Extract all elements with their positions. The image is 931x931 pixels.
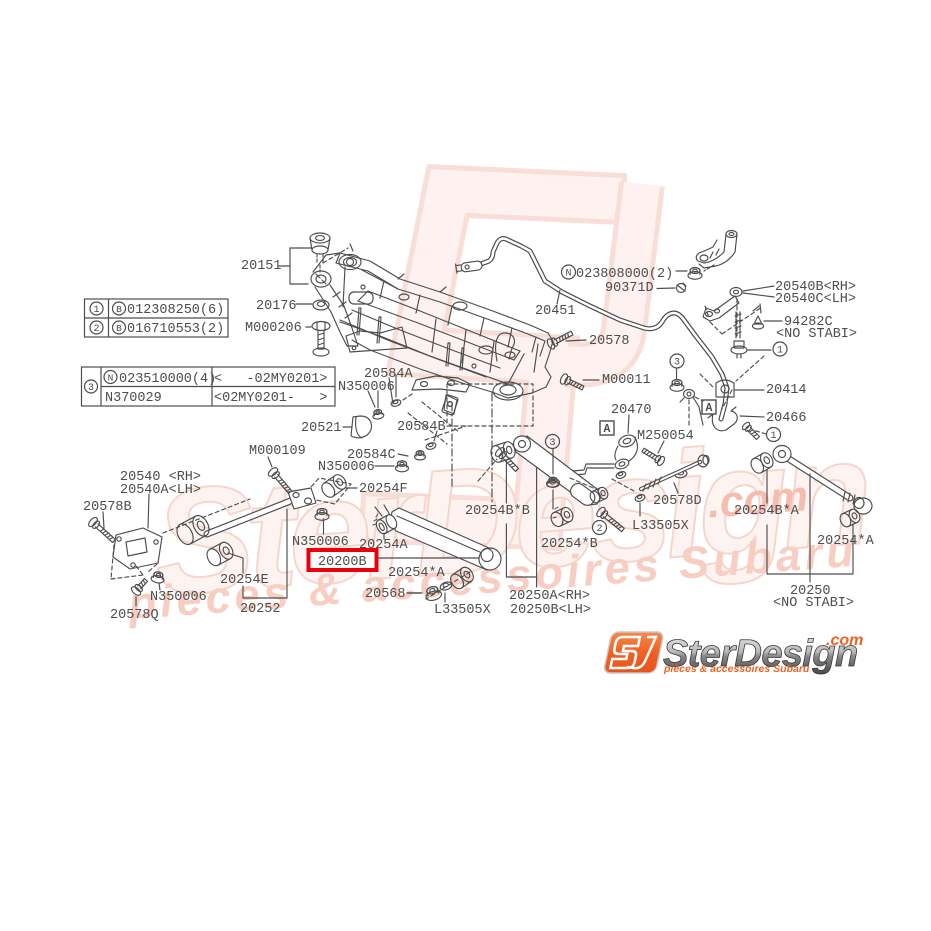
svg-text:20151: 20151 [241, 259, 282, 274]
svg-text:N350006: N350006 [318, 460, 375, 475]
svg-text:20540A<LH>: 20540A<LH> [120, 483, 201, 498]
svg-text:N: N [108, 372, 114, 383]
svg-text:20568: 20568 [365, 587, 406, 602]
svg-text:3: 3 [88, 383, 94, 394]
svg-text:20584A: 20584A [364, 367, 414, 382]
svg-text:N370029: N370029 [105, 391, 162, 406]
svg-text:20250B<LH>: 20250B<LH> [510, 603, 591, 618]
svg-text:20254E: 20254E [220, 573, 269, 588]
svg-text:M000109: M000109 [249, 444, 306, 459]
svg-text:.com: .com [706, 472, 810, 527]
svg-text:012308250(6): 012308250(6) [127, 303, 224, 318]
svg-text:20254*B: 20254*B [541, 537, 598, 552]
svg-text:20584C: 20584C [347, 448, 396, 463]
svg-text:20540 <RH>: 20540 <RH> [120, 470, 201, 485]
svg-text:<02MY0201- >: <02MY0201- > [214, 391, 327, 406]
svg-text:20176: 20176 [256, 299, 297, 314]
svg-text:N350006: N350006 [338, 380, 395, 395]
svg-text:90371D: 90371D [605, 281, 654, 296]
svg-text:1: 1 [777, 346, 783, 357]
svg-text:016710553(2): 016710553(2) [127, 322, 224, 337]
svg-text:A: A [604, 423, 611, 436]
svg-text:20252: 20252 [240, 602, 281, 617]
svg-text:20451: 20451 [535, 304, 576, 319]
svg-text:M250054: M250054 [637, 429, 694, 444]
svg-text:N: N [565, 269, 571, 280]
svg-text:3: 3 [549, 438, 555, 449]
svg-text:20200B: 20200B [318, 555, 367, 570]
svg-text:3: 3 [674, 358, 680, 369]
svg-text:N350006: N350006 [292, 535, 349, 550]
svg-text:20250A<RH>: 20250A<RH> [509, 589, 590, 604]
svg-text:SterDesign: SterDesign [663, 633, 858, 675]
svg-text:20414: 20414 [766, 383, 807, 398]
svg-text:pièces & accessoires Subaru: pièces & accessoires Subaru [663, 663, 810, 675]
svg-text:1: 1 [770, 431, 776, 442]
svg-text:L33505X: L33505X [434, 603, 491, 618]
svg-text:20578D: 20578D [653, 494, 702, 509]
svg-text:B: B [116, 323, 122, 334]
svg-text:20254*A: 20254*A [817, 534, 875, 549]
svg-text:023510000(4): 023510000(4) [119, 372, 216, 387]
svg-text:1: 1 [93, 305, 99, 316]
svg-text:< -02MY0201>: < -02MY0201> [214, 372, 327, 387]
svg-text:<NO STABI>: <NO STABI> [776, 327, 857, 342]
svg-text:20578Q: 20578Q [110, 608, 159, 623]
svg-text:20540B<RH>: 20540B<RH> [775, 280, 856, 295]
svg-text:20540C<LH>: 20540C<LH> [775, 292, 856, 307]
svg-text:L33505X: L33505X [632, 519, 689, 534]
svg-text:20578: 20578 [589, 334, 630, 349]
svg-text:20254*A: 20254*A [388, 566, 446, 581]
svg-text:2: 2 [93, 324, 99, 335]
svg-text:20466: 20466 [766, 411, 807, 426]
svg-text:20254B*A: 20254B*A [734, 504, 800, 519]
svg-text:B: B [116, 304, 122, 315]
svg-text:2: 2 [596, 524, 602, 535]
svg-text:20254B*B: 20254B*B [465, 504, 530, 519]
svg-text:20250: 20250 [790, 584, 831, 599]
svg-text:M000206: M000206 [245, 321, 302, 336]
svg-text:20584B: 20584B [397, 420, 446, 435]
svg-text:20521: 20521 [301, 421, 342, 436]
svg-text:N350006: N350006 [150, 590, 207, 605]
svg-text:<NO STABI>: <NO STABI> [773, 596, 854, 611]
svg-text:M00011: M00011 [602, 373, 651, 388]
svg-text:20470: 20470 [611, 403, 652, 418]
svg-text:A: A [706, 402, 713, 415]
svg-text:.com: .com [826, 632, 863, 649]
svg-text:20578B: 20578B [83, 500, 132, 515]
svg-text:023808000(2): 023808000(2) [576, 267, 673, 282]
svg-text:94282C: 94282C [784, 315, 833, 330]
svg-text:20254F: 20254F [359, 482, 408, 497]
